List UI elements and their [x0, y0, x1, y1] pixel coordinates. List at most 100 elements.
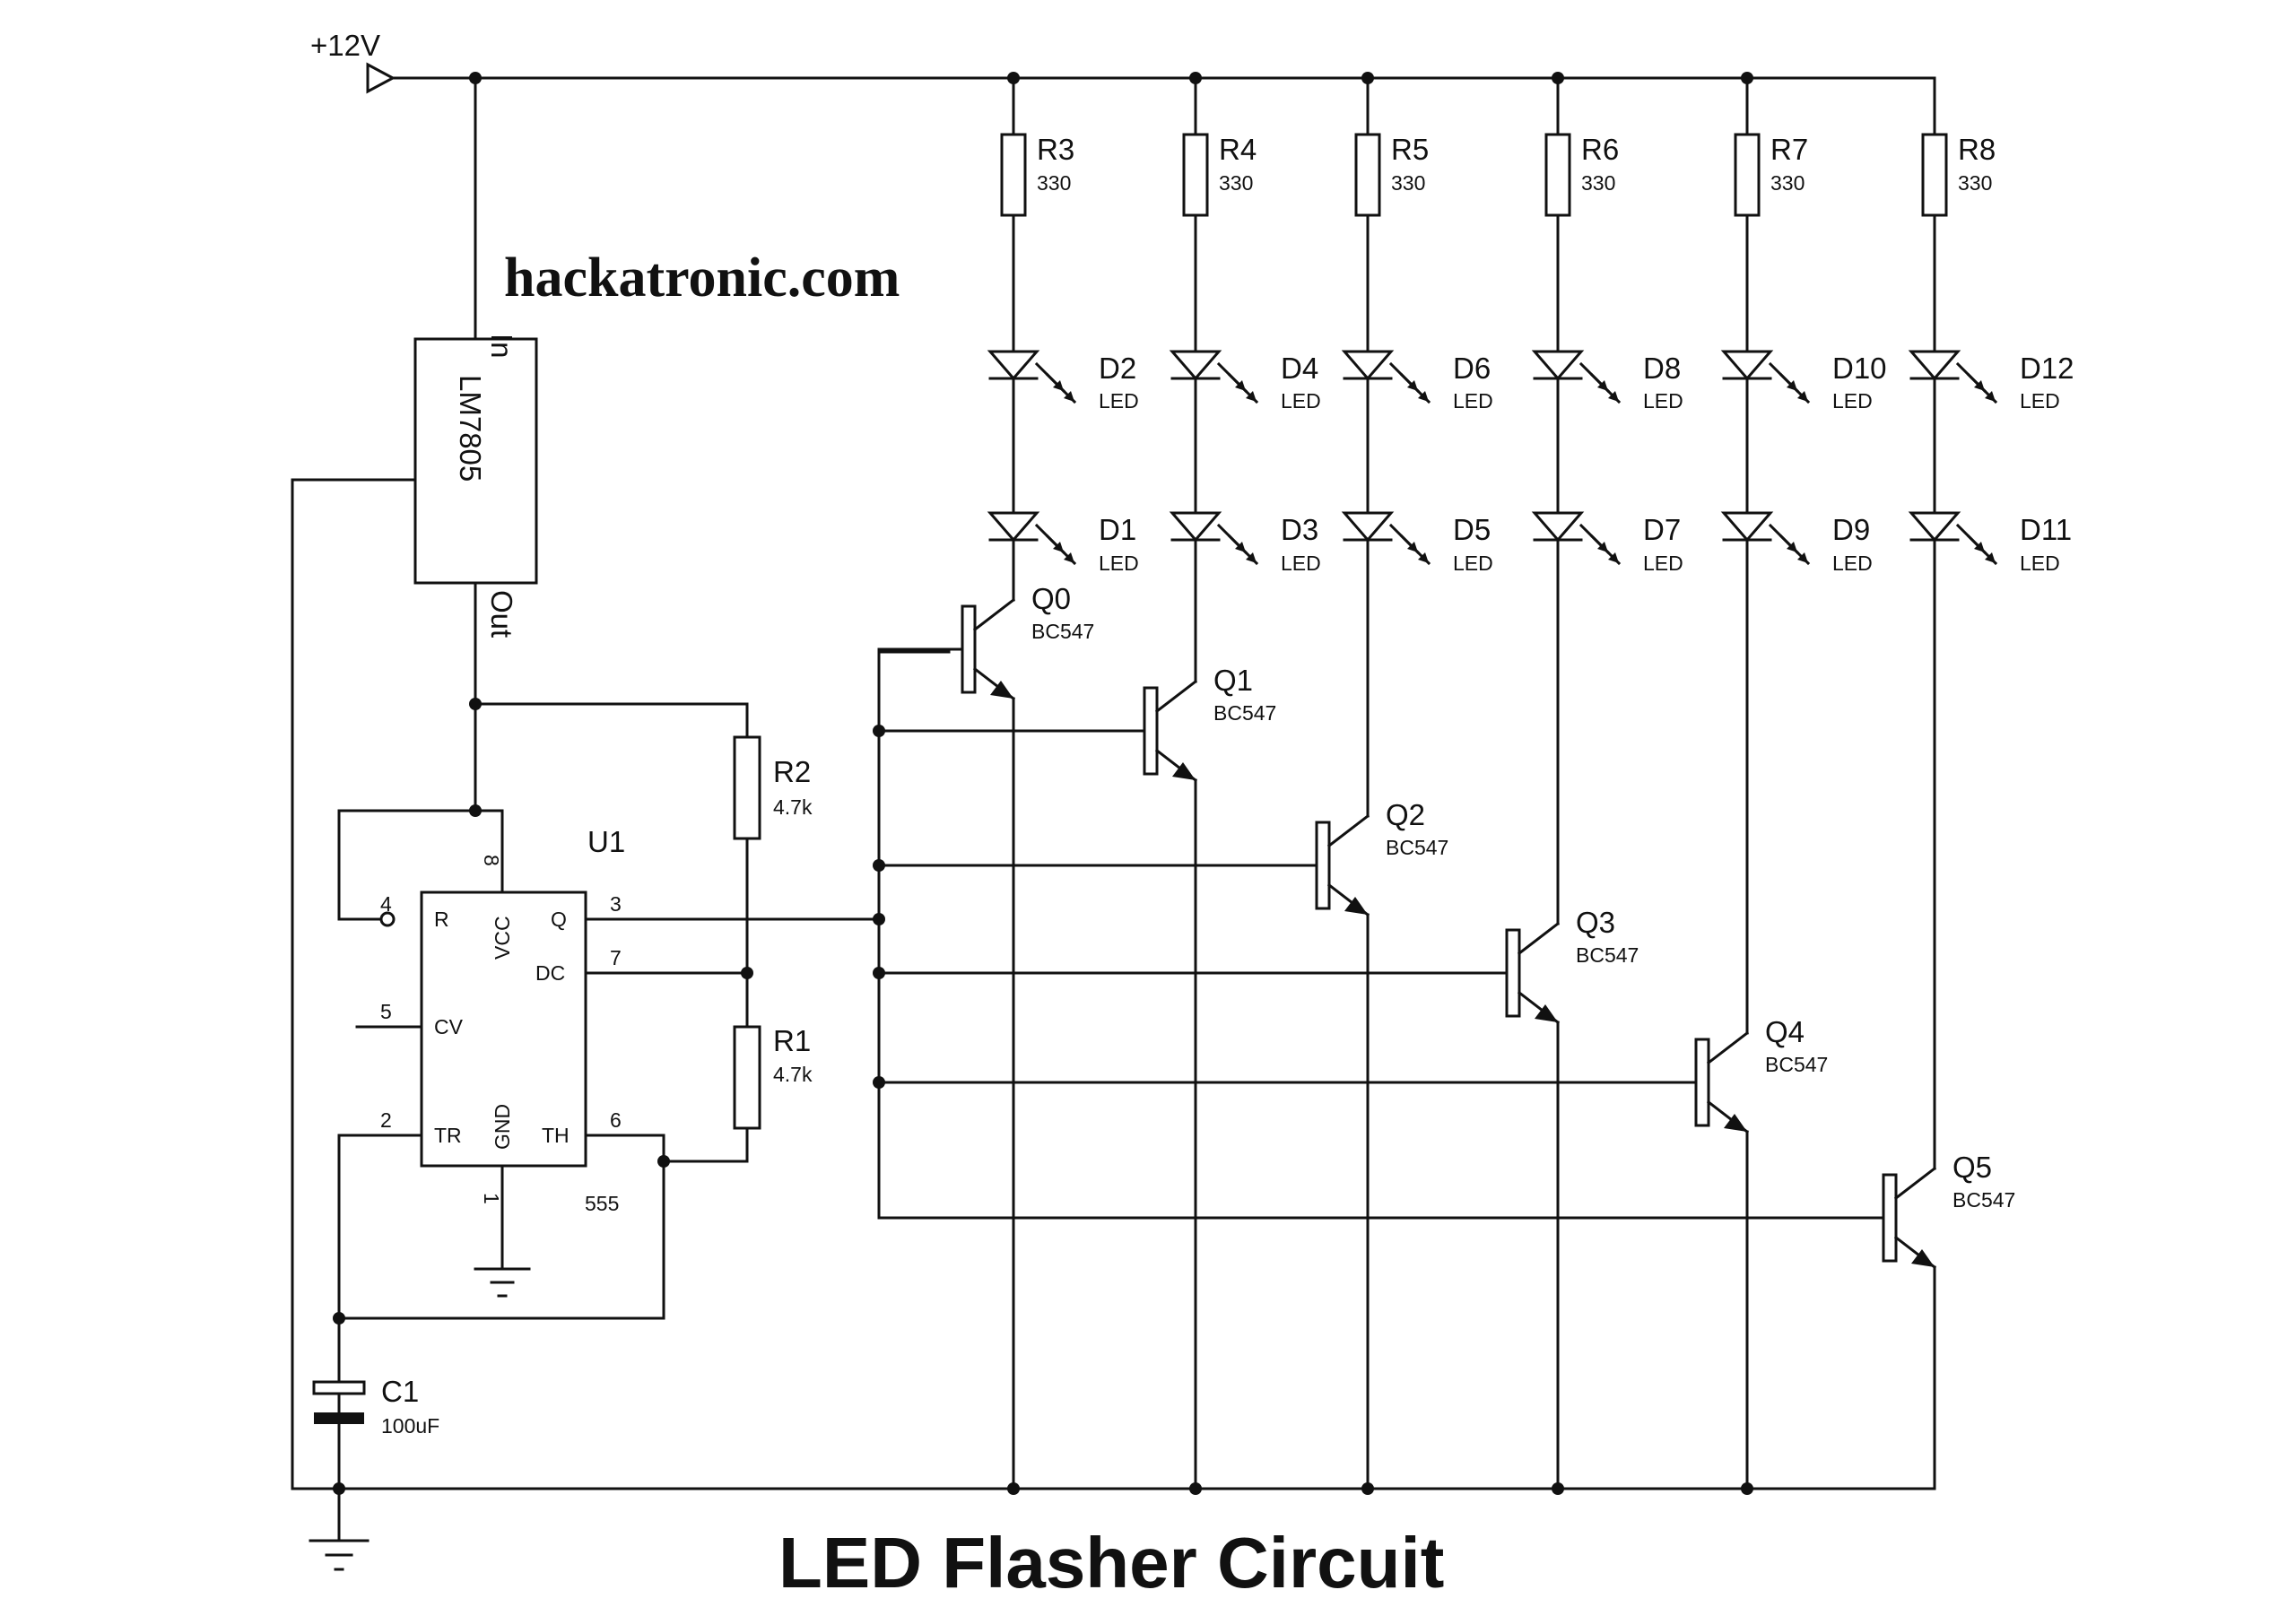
collector-lead [1154, 679, 1198, 714]
led-type: LED [1281, 552, 1321, 575]
arrow-head [1608, 391, 1619, 402]
pin-label-dc: DC [535, 961, 565, 985]
transistor-q5 [1882, 1166, 1937, 1270]
timer-wiring [337, 702, 881, 1490]
r2-ref: R2 [773, 755, 811, 788]
led-ref: D7 [1643, 513, 1681, 546]
arrow-head [1064, 552, 1074, 563]
resistor-ref: R4 [1219, 133, 1257, 166]
led-ref: D3 [1281, 513, 1318, 546]
resistor-r6 [1544, 133, 1571, 217]
arrow-head [1246, 391, 1257, 402]
junction-dot [469, 804, 482, 817]
capacitor-c1 [312, 1380, 366, 1424]
pin-label-q: Q [551, 908, 567, 931]
timer-555 [420, 891, 587, 1168]
collector-lead [1517, 921, 1561, 956]
collector-lead [972, 597, 1016, 632]
arrow-head [1246, 552, 1257, 563]
led-d6 [1341, 350, 1431, 404]
led-triangle [1720, 350, 1774, 381]
ground-rail [291, 1487, 1936, 1542]
led-type: LED [2020, 552, 2060, 575]
junction-dot [1007, 72, 1020, 84]
collector-lead [1326, 813, 1370, 848]
arrow-head [1064, 391, 1074, 402]
supply-label: +12V [310, 29, 380, 62]
base-bar [1315, 821, 1331, 910]
pin-number-4: 4 [380, 892, 392, 916]
base-bar [1694, 1038, 1710, 1127]
led-triangle [1908, 511, 1961, 543]
junction-dot [873, 913, 885, 925]
led-triangle [1341, 511, 1395, 543]
led-type: LED [2020, 389, 2060, 413]
led-type: LED [1643, 552, 1683, 575]
transistor-q3 [1505, 921, 1561, 1025]
transistor-ref: Q1 [1213, 664, 1253, 697]
led-d5 [1341, 511, 1431, 566]
junction-dot [873, 967, 885, 979]
led-d1 [987, 511, 1077, 566]
resistor-value: 330 [1219, 171, 1253, 195]
led-d10 [1720, 350, 1811, 404]
junction-dot [1741, 1482, 1753, 1495]
led-d7 [1531, 511, 1622, 566]
led-triangle [1720, 511, 1774, 543]
junction-dot [1552, 1482, 1564, 1495]
led-d2 [987, 350, 1077, 404]
transistor-part: BC547 [1386, 836, 1448, 859]
base-bar [1143, 686, 1159, 776]
resistor-ref: R8 [1958, 133, 1996, 166]
arrow-head [1797, 552, 1808, 563]
led-type: LED [1643, 389, 1683, 413]
r1-ref: R1 [773, 1024, 811, 1057]
r1-value: 4.7k [773, 1063, 813, 1086]
led-triangle [1169, 511, 1222, 543]
resistor-r7 [1734, 133, 1761, 217]
resistor-value: 330 [1391, 171, 1425, 195]
led-ref: D10 [1832, 352, 1887, 385]
junction-dot [657, 1155, 670, 1168]
transistor-ref: Q0 [1031, 582, 1071, 615]
pin-label-th: TH [542, 1124, 570, 1147]
led-d3 [1169, 511, 1259, 566]
ground-icon [474, 1267, 531, 1298]
junction-dot [1741, 72, 1753, 84]
resistor-r5 [1354, 133, 1381, 217]
resistor-value: 330 [1958, 171, 1992, 195]
resistor-value: 330 [1581, 171, 1615, 195]
reset-bubble [379, 911, 396, 927]
led-ref: D9 [1832, 513, 1870, 546]
junction-dot [469, 72, 482, 84]
led-ref: D6 [1453, 352, 1491, 385]
regulator-name: LM7805 [454, 375, 487, 482]
regulator [291, 76, 538, 1490]
junction-dot [1552, 72, 1564, 84]
led-type: LED [1832, 389, 1873, 413]
emitter-arrow [990, 681, 1013, 699]
c1-ref: C1 [381, 1375, 419, 1408]
led-ref: D2 [1099, 352, 1136, 385]
base-bar [961, 604, 977, 694]
channels: R3330D2LEDD1LEDQ0BC547R4330D4LEDD3LEDQ1B… [877, 76, 2074, 1490]
junction-dot [873, 859, 885, 872]
resistor-ref: R7 [1770, 133, 1808, 166]
site-watermark: hackatronic.com [504, 248, 900, 308]
led-ref: D1 [1099, 513, 1136, 546]
transistor-part: BC547 [1213, 701, 1276, 725]
junction-dot [469, 698, 482, 710]
r2-value: 4.7k [773, 795, 813, 819]
transistor-part: BC547 [1952, 1188, 2015, 1212]
led-triangle [987, 350, 1040, 381]
led-d4 [1169, 350, 1259, 404]
led-ref: D4 [1281, 352, 1318, 385]
junction-dot [873, 725, 885, 737]
transistor-q0 [961, 597, 1016, 701]
transistor-part: BC547 [1765, 1053, 1828, 1076]
pin-number-5: 5 [380, 1000, 392, 1023]
timer-part: 555 [585, 1192, 619, 1215]
ground-icon [309, 1539, 370, 1571]
